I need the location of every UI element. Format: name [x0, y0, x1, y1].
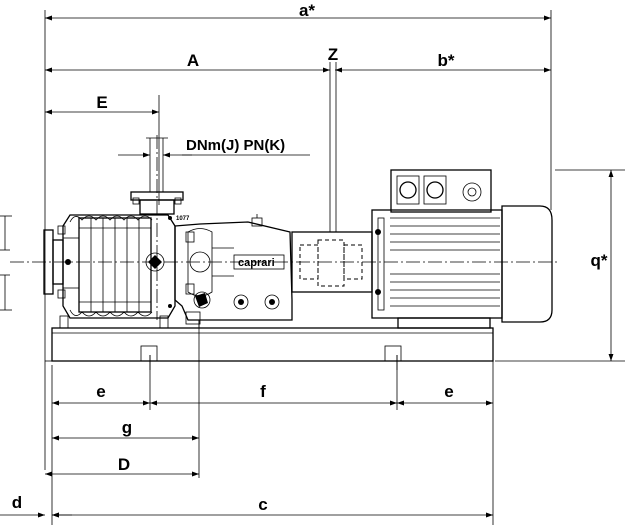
dim-label-a: a* [299, 1, 315, 20]
baseplate [45, 327, 494, 362]
center-lines [10, 135, 560, 370]
plate-number: 1077 [176, 216, 190, 222]
pump-stages [59, 214, 176, 329]
dimension-a: a* [45, 1, 551, 21]
dimension-D: D [45, 455, 199, 477]
dimension-d: d [0, 493, 72, 518]
dimension-f: f [150, 382, 397, 406]
dimension-e-left: e [52, 382, 150, 406]
dim-label-c: c [258, 495, 267, 514]
dim-label-e-right: e [444, 382, 453, 401]
dim-label-Z: Z [328, 45, 338, 64]
dimension-q: q* [591, 170, 614, 361]
dimension-g: g [52, 418, 199, 441]
suction-flange [0, 215, 66, 311]
dimension-flange: DNm(J) PN(K) [118, 137, 310, 158]
dim-label-e-left: e [96, 382, 105, 401]
dimension-e-right: e [397, 382, 493, 406]
dim-label-d: d [12, 493, 22, 512]
dim-label-b: b* [438, 51, 455, 70]
electric-motor [371, 169, 553, 329]
dim-label-D: D [118, 455, 130, 474]
dimension-c: c [52, 495, 493, 518]
dimension-A: A [45, 51, 330, 73]
extension-lines [44, 10, 625, 525]
dim-label-f: f [260, 382, 266, 401]
dim-label-E: E [96, 93, 107, 112]
dim-label-flange: DNm(J) PN(K) [186, 137, 285, 154]
brand-label: caprari [238, 257, 275, 269]
dim-label-g: g [122, 418, 132, 437]
dimension-E: E [45, 93, 159, 115]
dim-label-A: A [187, 51, 199, 70]
dim-label-q: q* [591, 251, 608, 270]
bearing-bracket: caprari 1077 [174, 214, 293, 325]
dimension-Z: Z [328, 45, 338, 232]
dimension-b: b* [335, 51, 551, 73]
